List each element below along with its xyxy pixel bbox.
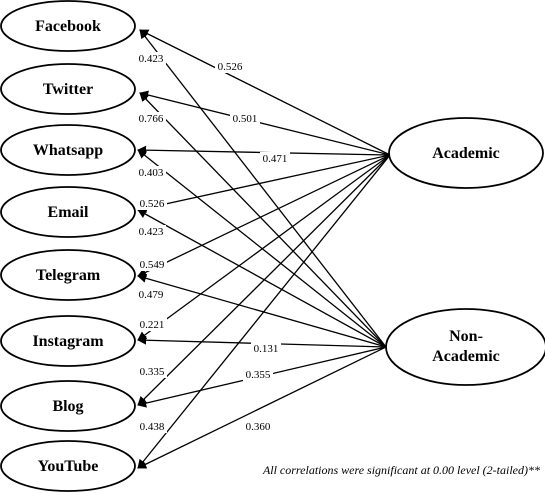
edge-label-facebook-academic: 0.526 (218, 61, 243, 73)
node-email: Email (0, 186, 136, 238)
edge-facebook-academic (139, 29, 391, 156)
edge-label-bg (251, 342, 281, 355)
edge-twitter-academic (139, 90, 391, 156)
edge-twitter-non-academic (139, 92, 387, 348)
node-label-youtube: YouTube (38, 458, 99, 475)
edge-label-bg (260, 152, 290, 165)
edge-label-instagram-non-academic: 0.131 (254, 343, 279, 355)
edge-label-email-academic: 0.526 (140, 198, 165, 210)
node-academic: Academic (388, 117, 544, 189)
edge-label-whatsapp-academic: 0.471 (263, 153, 288, 165)
edge-label-bg (136, 166, 166, 179)
edge-label-twitter-academic: 0.501 (233, 113, 258, 125)
edge-label-whatsapp-non-academic: 0.403 (139, 167, 164, 179)
edge-label-layer: 0.526 0.501 0.471 0.526 0.549 0.221 0.335 0.438… (136, 52, 290, 433)
node-non-academic: Non- Academic (385, 308, 545, 386)
edge-layer (137, 29, 391, 469)
footnote: All correlations were significant at 0.0… (262, 463, 540, 477)
edge-label-bg (137, 365, 167, 378)
edge-label-youtube-academic: 0.438 (140, 421, 165, 433)
node-youtube: YouTube (0, 440, 136, 492)
edge-label-instagram-academic: 0.221 (140, 319, 165, 331)
edge-instagram-academic (137, 154, 391, 341)
edge-label-bg (136, 225, 166, 238)
edge-whatsapp-non-academic (137, 149, 387, 348)
node-instagram: Instagram (0, 315, 136, 367)
node-facebook: Facebook (0, 0, 136, 52)
node-twitter: Twitter (0, 63, 136, 115)
edge-label-twitter-non-academic: 0.766 (139, 113, 164, 125)
node-label-instagram: Instagram (32, 333, 104, 350)
edge-email-academic (137, 154, 391, 213)
node-label-whatsapp: Whatsapp (33, 142, 103, 159)
edge-label-bg (136, 112, 166, 125)
node-label-email: Email (48, 204, 89, 221)
edge-label-bg (136, 288, 166, 301)
edge-label-bg (137, 197, 167, 210)
edge-label-blog-non-academic: 0.355 (246, 369, 271, 381)
edge-facebook-non-academic (139, 29, 387, 348)
node-label-academic: Academic (432, 145, 500, 162)
edge-label-bg (243, 420, 273, 433)
edge-label-bg (137, 318, 167, 331)
edge-label-bg (215, 60, 245, 73)
node-blog: Blog (0, 380, 136, 432)
node-label-twitter: Twitter (43, 81, 93, 98)
node-label-non-academic-line1: Non- (449, 328, 483, 345)
node-label-facebook: Facebook (35, 18, 101, 35)
edge-label-telegram-non-academic: 0.479 (139, 289, 164, 301)
edge-youtube-non-academic (137, 346, 387, 469)
edge-telegram-non-academic (137, 273, 387, 348)
node-label-telegram: Telegram (36, 267, 101, 284)
edge-label-youtube-non-academic: 0.360 (246, 421, 271, 433)
edge-email-non-academic (137, 209, 387, 348)
edge-label-bg (243, 368, 273, 381)
node-label-blog: Blog (52, 398, 83, 415)
edge-label-facebook-non-academic: 0.423 (139, 53, 164, 65)
edge-label-bg (137, 420, 167, 433)
edge-label-telegram-academic: 0.549 (140, 259, 165, 271)
edge-label-bg (230, 112, 260, 125)
edge-label-bg (136, 52, 166, 65)
edge-label-email-non-academic: 0.423 (139, 226, 164, 238)
edge-telegram-academic (137, 154, 391, 277)
node-label-non-academic-line2: Academic (432, 348, 500, 365)
edge-label-blog-academic: 0.335 (140, 366, 165, 378)
edge-label-bg (137, 258, 167, 271)
node-whatsapp: Whatsapp (0, 124, 136, 176)
node-telegram: Telegram (0, 249, 136, 301)
